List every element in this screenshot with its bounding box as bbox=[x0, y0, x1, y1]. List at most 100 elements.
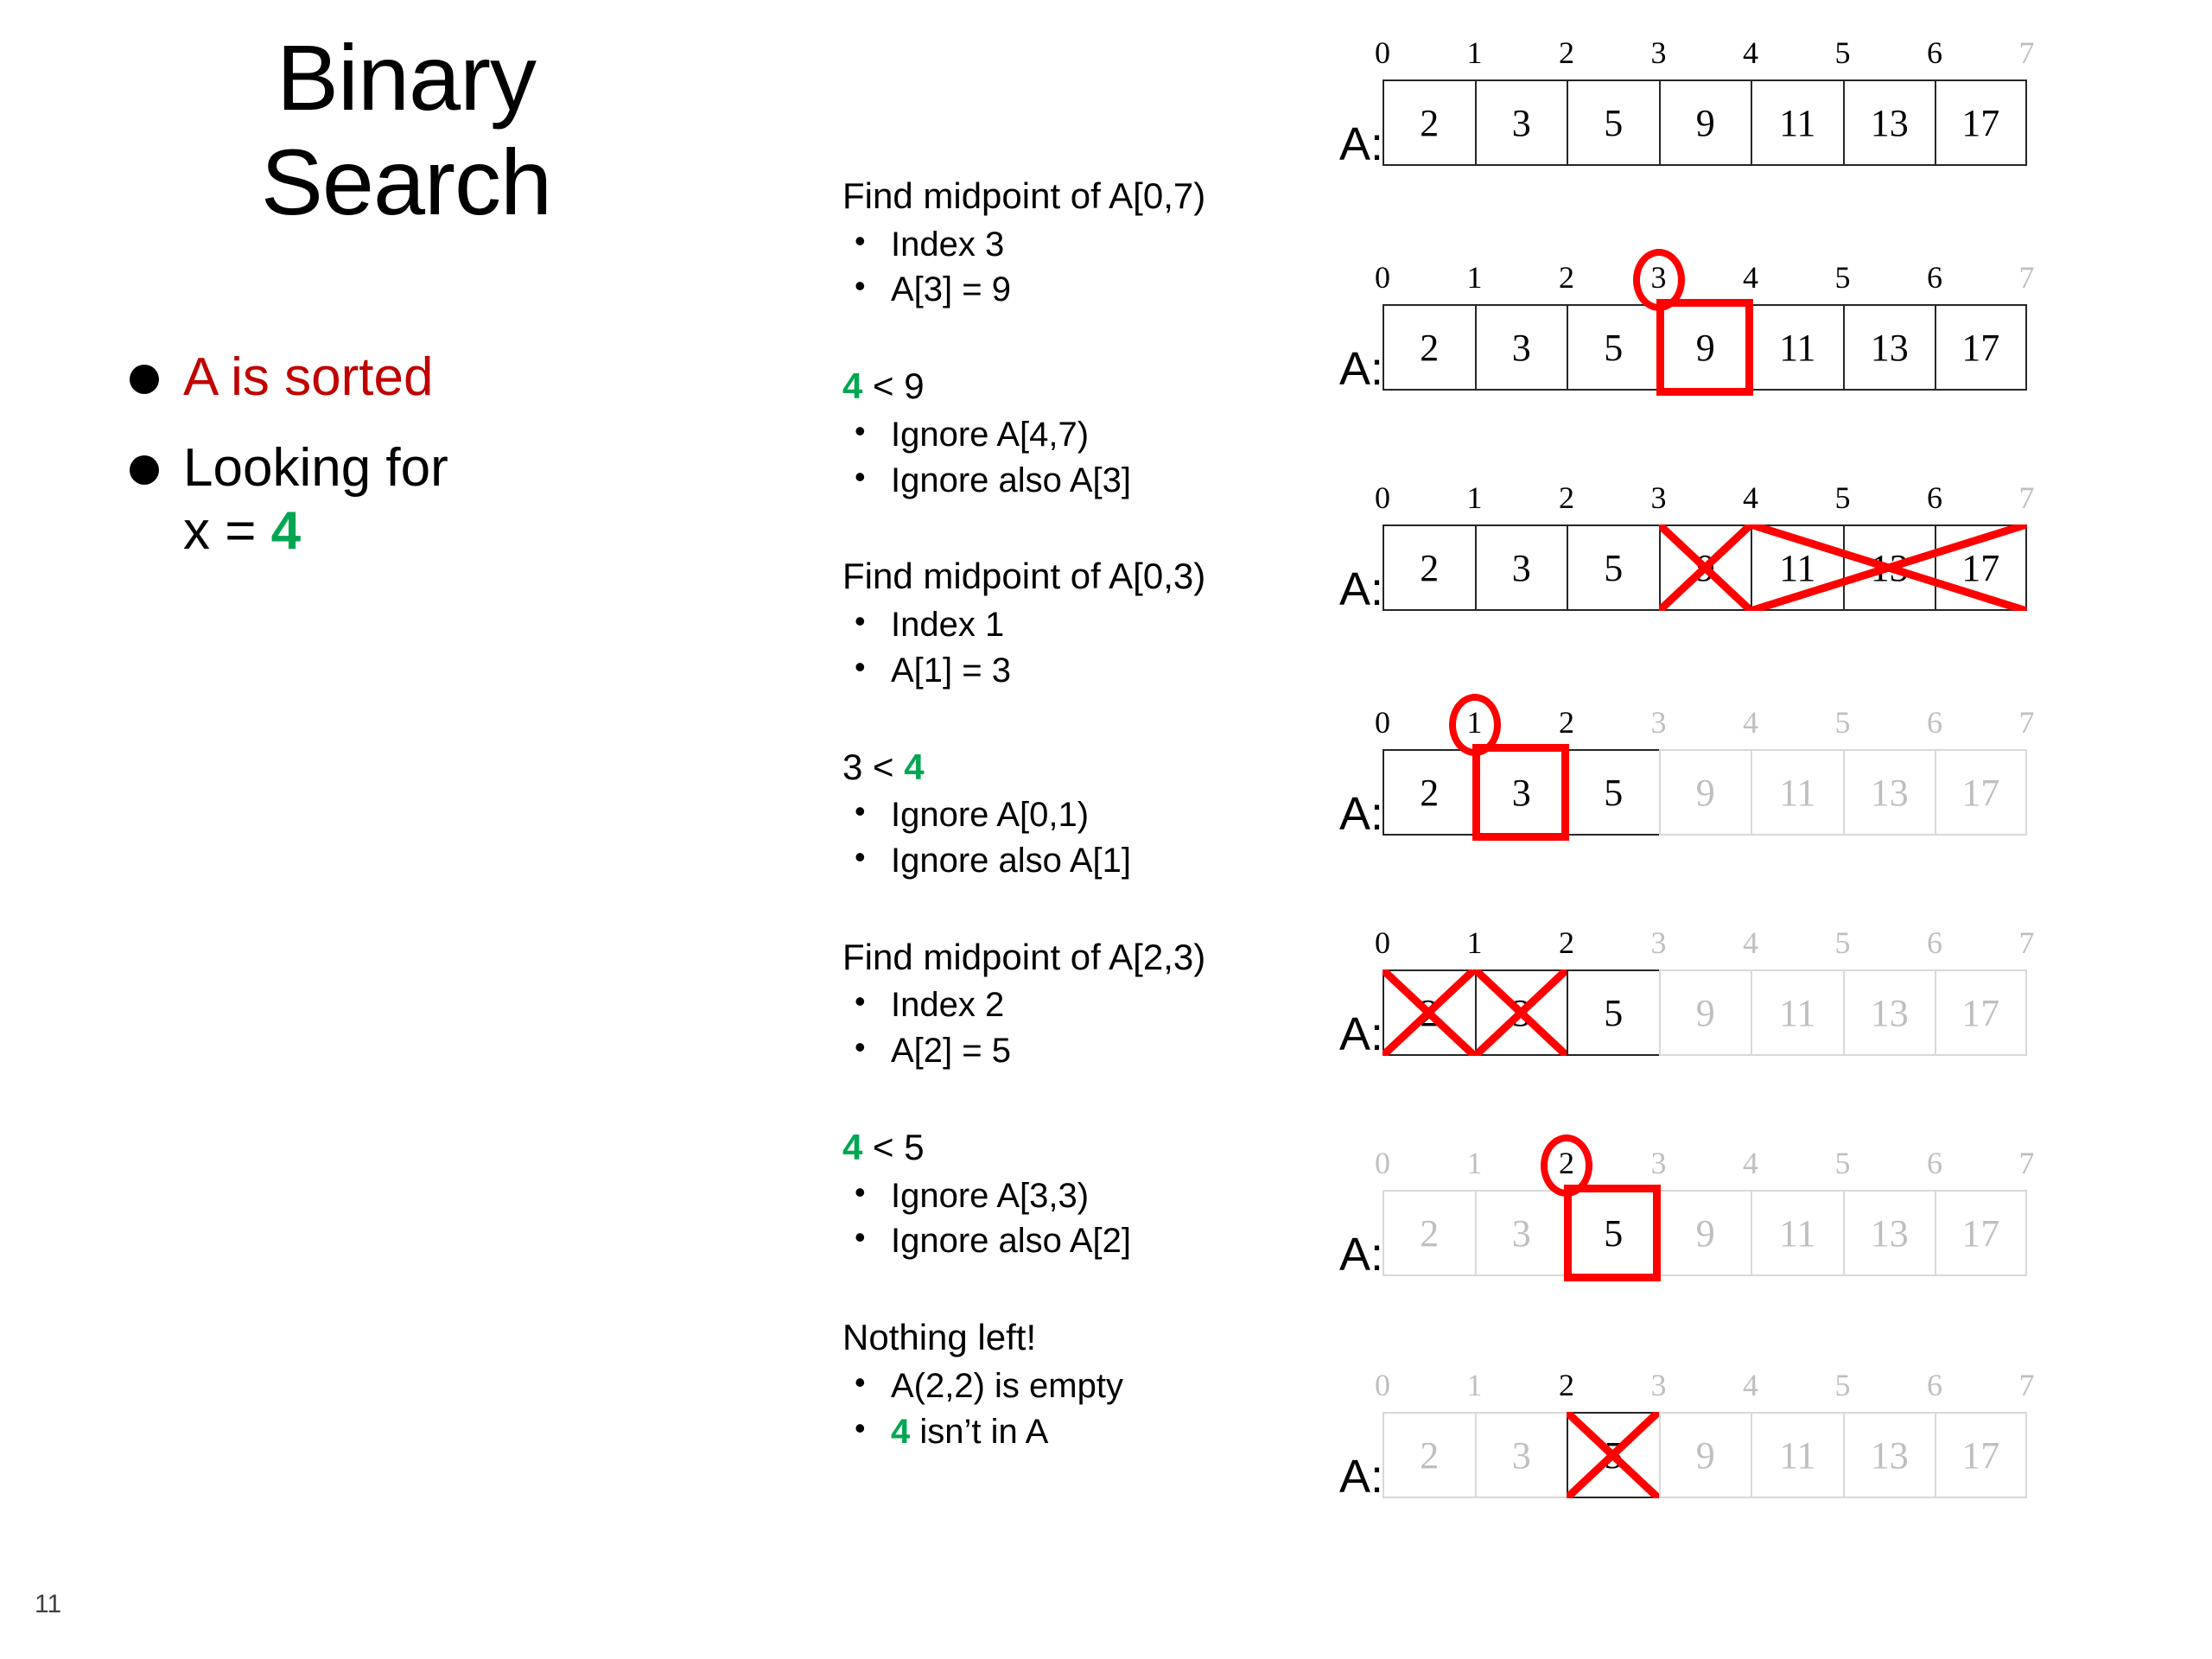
list-item: Looking for x = 4 bbox=[130, 436, 734, 563]
array-cell-5: 13 bbox=[1842, 524, 1935, 611]
step-bullet-list: Ignore A[4,7) Ignore also A[3] bbox=[842, 410, 1326, 504]
index-label-1: 1 bbox=[1466, 480, 1483, 515]
index-label-0: 0 bbox=[1375, 1146, 1390, 1180]
step-bullet-list: Index 1 A[1] = 3 bbox=[842, 601, 1326, 694]
array-cell-6: 17 bbox=[1935, 749, 2027, 836]
array-cell-4: 11 bbox=[1751, 524, 1843, 611]
list-item: A(2,2) is empty bbox=[842, 1362, 1326, 1409]
comparison-rest: 3 < bbox=[842, 746, 905, 787]
step-block-0: Find midpoint of A[0,7) Index 3 A[3] = 9 bbox=[842, 173, 1326, 313]
index-label-0: 0 bbox=[1375, 705, 1390, 740]
array-cell-2: 5 bbox=[1567, 1412, 1659, 1498]
array-cell-0: 2 bbox=[1382, 1190, 1475, 1276]
index-label-4: 4 bbox=[1743, 480, 1758, 515]
index-label-5: 5 bbox=[1834, 480, 1851, 515]
list-item-not-found: 4 isn’t in A bbox=[842, 1408, 1326, 1455]
step-bullet-list: A(2,2) is empty 4 isn’t in A bbox=[842, 1362, 1326, 1455]
index-label-7: 7 bbox=[2018, 260, 2035, 295]
index-label-4: 4 bbox=[1743, 35, 1758, 70]
index-label-3: 3 bbox=[1650, 35, 1667, 70]
array-cell-6: 17 bbox=[1935, 1190, 2027, 1276]
spacer bbox=[842, 884, 1326, 934]
index-label-5: 5 bbox=[1834, 925, 1851, 960]
left-column: Binary Search A is sorted Looking for x … bbox=[0, 0, 812, 1659]
step-bullet-list: Index 2 A[2] = 5 bbox=[842, 981, 1326, 1074]
array-cell-3: 9 bbox=[1658, 1190, 1751, 1276]
bullet-looking-for-label: Looking for bbox=[183, 438, 448, 499]
array-cell-2: 5 bbox=[1567, 524, 1659, 611]
index-label-2: 2 bbox=[1559, 925, 1574, 960]
index-label-1: 1 bbox=[1466, 35, 1483, 70]
list-item: Ignore also A[3] bbox=[842, 456, 1326, 504]
array-cell-3: 9 bbox=[1658, 1412, 1751, 1498]
array-cell-4: 11 bbox=[1751, 79, 1843, 166]
list-item: A is sorted bbox=[130, 346, 734, 409]
index-label-6: 6 bbox=[1927, 925, 1942, 960]
array-cell-2: 5 bbox=[1567, 79, 1659, 166]
array-cell-1: 3 bbox=[1474, 304, 1567, 391]
index-label-4: 4 bbox=[1743, 705, 1758, 740]
array-label: A: bbox=[1339, 563, 1384, 615]
step-heading: 3 < 4 bbox=[842, 744, 1326, 791]
steps-column: Find midpoint of A[0,7) Index 3 A[3] = 9… bbox=[842, 173, 1326, 1454]
index-label-2: 2 bbox=[1559, 35, 1574, 70]
step-heading: Nothing left! bbox=[842, 1317, 1037, 1358]
bullet-list: A is sorted Looking for x = 4 bbox=[130, 346, 734, 590]
array-cell-3: 9 bbox=[1658, 304, 1751, 391]
comparison-rest: < 5 bbox=[862, 1126, 925, 1167]
step-heading: 4 < 9 bbox=[842, 363, 1326, 410]
list-item: Ignore A[4,7) bbox=[842, 410, 1326, 458]
index-label-4: 4 bbox=[1743, 925, 1758, 960]
array-cell-4: 11 bbox=[1751, 1190, 1843, 1276]
list-item: A[2] = 5 bbox=[842, 1027, 1326, 1074]
list-item: A[3] = 9 bbox=[842, 265, 1326, 313]
bullet-looking-for: Looking for x = 4 bbox=[183, 436, 448, 563]
step-block-6: Nothing left! A(2,2) is empty 4 isn’t in… bbox=[842, 1314, 1326, 1454]
list-item: Ignore A[0,1) bbox=[842, 791, 1326, 838]
index-label-1: 1 bbox=[1466, 1368, 1483, 1402]
index-label-5: 5 bbox=[1834, 35, 1851, 70]
step-block-3: 3 < 4 Ignore A[0,1) Ignore also A[1] bbox=[842, 744, 1326, 884]
index-label-3: 3 bbox=[1650, 925, 1667, 960]
index-label-0: 0 bbox=[1375, 925, 1390, 960]
list-item: Index 1 bbox=[842, 601, 1326, 648]
index-label-3: 3 bbox=[1650, 1146, 1667, 1180]
index-label-0: 0 bbox=[1375, 480, 1390, 515]
comparison-target: 4 bbox=[842, 1126, 863, 1167]
index-label-3: 3 bbox=[1650, 1368, 1667, 1402]
index-label-5: 5 bbox=[1834, 1368, 1851, 1402]
index-label-5: 5 bbox=[1834, 705, 1851, 740]
array-cell-6: 17 bbox=[1935, 1412, 2027, 1498]
array-cell-2: 5 bbox=[1567, 969, 1659, 1056]
array-cell-5: 13 bbox=[1842, 1190, 1935, 1276]
target-x-value: 4 bbox=[270, 501, 302, 562]
array-label: A: bbox=[1339, 118, 1384, 170]
array-cell-6: 17 bbox=[1935, 79, 2027, 166]
index-label-4: 4 bbox=[1743, 1368, 1758, 1402]
step-bullet-list: Ignore A[0,1) Ignore also A[1] bbox=[842, 791, 1326, 884]
array-label: A: bbox=[1339, 788, 1384, 840]
array-cell-6: 17 bbox=[1935, 304, 2027, 391]
array-cell-0: 2 bbox=[1382, 749, 1475, 836]
index-label-2: 2 bbox=[1559, 260, 1574, 295]
bullet-a-is-sorted: A is sorted bbox=[183, 347, 434, 407]
index-label-6: 6 bbox=[1927, 35, 1942, 70]
index-label-2: 2 bbox=[1559, 1368, 1574, 1402]
array-cell-0: 2 bbox=[1382, 79, 1475, 166]
index-label-1: 1 bbox=[1466, 260, 1483, 295]
spacer bbox=[842, 1074, 1326, 1124]
